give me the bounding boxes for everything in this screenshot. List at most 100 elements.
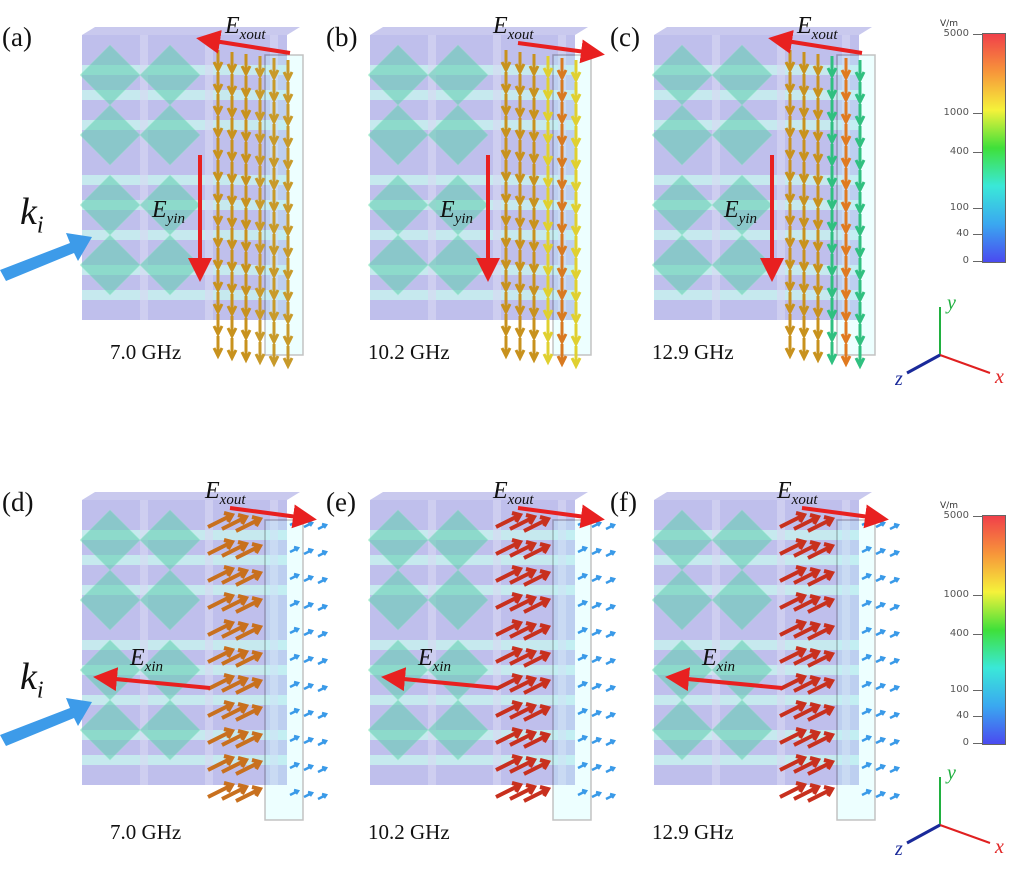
field-subscript: xout	[239, 26, 266, 43]
field-arrow	[812, 208, 824, 232]
field-arrow	[268, 124, 280, 148]
field-arrow	[303, 709, 315, 718]
colorbar-tick-label: 400	[949, 146, 969, 157]
slab-stripe	[654, 290, 859, 300]
field-arrow	[861, 788, 873, 797]
z-axis	[906, 823, 941, 845]
field-arrow	[509, 756, 538, 774]
field-subscript: xout	[811, 26, 838, 43]
field-arrow	[807, 785, 836, 803]
field-arrow	[793, 621, 822, 639]
field-arrow	[826, 144, 838, 168]
field-plot	[367, 27, 605, 370]
field-arrow	[523, 677, 552, 695]
field-arrow	[577, 653, 589, 662]
field-arrow	[226, 162, 238, 186]
field-arrow	[542, 166, 554, 190]
field-plot	[367, 492, 617, 821]
colorbar-tick-label: 1000	[943, 589, 969, 600]
field-arrow	[784, 314, 796, 338]
slab-stripe	[82, 695, 287, 705]
unit-cell-frame	[552, 519, 592, 821]
field-arrow	[861, 572, 873, 581]
slab-stripe	[428, 500, 436, 785]
field-arrow	[784, 226, 796, 250]
field-arrow	[221, 675, 250, 693]
field-arrow	[605, 603, 617, 612]
field-arrow	[207, 511, 236, 529]
field-subscript: xout	[219, 491, 246, 508]
field-arrow	[226, 228, 238, 252]
field-arrow	[495, 592, 524, 610]
field-arrow	[523, 704, 552, 722]
field-arrow	[840, 146, 852, 170]
field-arrow	[235, 515, 264, 533]
field-arrow	[570, 104, 582, 128]
field-arrow	[500, 160, 512, 184]
field-arrow	[254, 122, 266, 146]
field-arrow	[807, 650, 836, 668]
field-arrow	[282, 192, 294, 216]
field-arrow	[254, 276, 266, 300]
field-arrow	[235, 596, 264, 614]
field-arrow	[317, 549, 329, 558]
field-arrow	[235, 569, 264, 587]
field-arrow	[784, 116, 796, 140]
field-arrow	[889, 684, 901, 693]
field-arrow	[556, 190, 568, 214]
field-arrow	[289, 572, 301, 581]
field-arrow	[226, 96, 238, 120]
field-arrow	[240, 76, 252, 100]
panel-label: (c)	[610, 22, 640, 52]
field-arrow	[807, 515, 836, 533]
field-arrow	[221, 702, 250, 720]
field-arrow	[779, 754, 808, 772]
unit-cell-patch	[79, 234, 141, 296]
field-arrow	[591, 574, 603, 583]
field-arrow	[500, 314, 512, 338]
field-arrow	[875, 682, 887, 691]
field-arrow	[282, 82, 294, 106]
field-arrow	[854, 258, 866, 282]
field-arrow	[570, 236, 582, 260]
field-arrow	[514, 162, 526, 186]
field-arrow	[221, 540, 250, 558]
output-field-label: Exout	[493, 478, 534, 509]
field-arrow	[577, 572, 589, 581]
frequency-label: 7.0 GHz	[110, 820, 182, 844]
field-arrow	[840, 58, 852, 82]
slab-stripe	[558, 500, 566, 785]
field-plot	[79, 27, 304, 370]
field-arrow	[289, 545, 301, 554]
field-arrow	[235, 542, 264, 560]
field-arrow	[500, 182, 512, 206]
colorbar-tick	[973, 34, 982, 35]
field-arrow	[500, 292, 512, 316]
field-symbol: E	[130, 645, 145, 671]
field-arrow	[303, 655, 315, 664]
field-arrow	[889, 549, 901, 558]
field-arrow	[875, 520, 887, 529]
field-arrow	[542, 342, 554, 366]
field-arrow	[514, 96, 526, 120]
slab-stripe	[140, 500, 148, 785]
field-arrow	[221, 756, 250, 774]
field-arrow	[523, 623, 552, 641]
field-arrow	[542, 188, 554, 212]
field-arrow	[556, 212, 568, 236]
field-arrow	[784, 138, 796, 162]
field-arrow	[826, 100, 838, 124]
slab-stripe	[654, 640, 859, 650]
field-arrow	[268, 190, 280, 214]
field-arrow	[514, 52, 526, 76]
field-arrow	[254, 210, 266, 234]
field-arrow	[282, 214, 294, 238]
k-subscript: i	[36, 677, 44, 704]
field-arrow	[528, 340, 540, 364]
field-arrow	[840, 190, 852, 214]
field-arrow	[798, 338, 810, 362]
field-arrow	[591, 601, 603, 610]
field-arrow	[798, 228, 810, 252]
field-arrow	[798, 74, 810, 98]
coordinate-axes: yxz	[895, 765, 1004, 860]
